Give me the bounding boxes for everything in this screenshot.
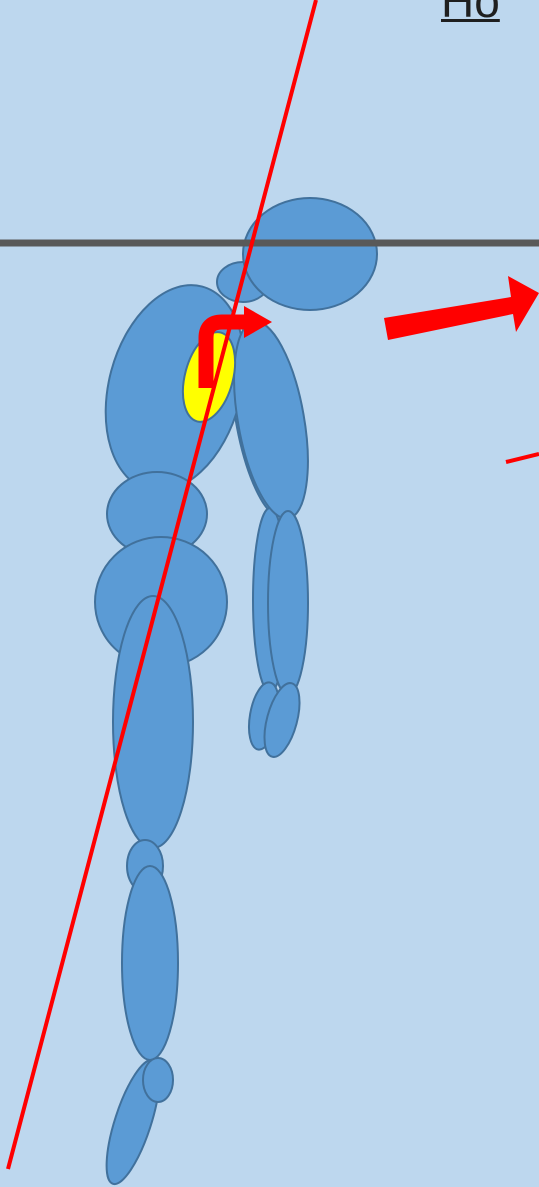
right-arrow-icon <box>384 276 539 340</box>
head <box>243 198 377 310</box>
front-forearm <box>268 511 308 695</box>
leg <box>96 596 193 1187</box>
reference-line <box>506 454 539 462</box>
shin <box>122 866 178 1060</box>
ankle <box>143 1058 173 1102</box>
